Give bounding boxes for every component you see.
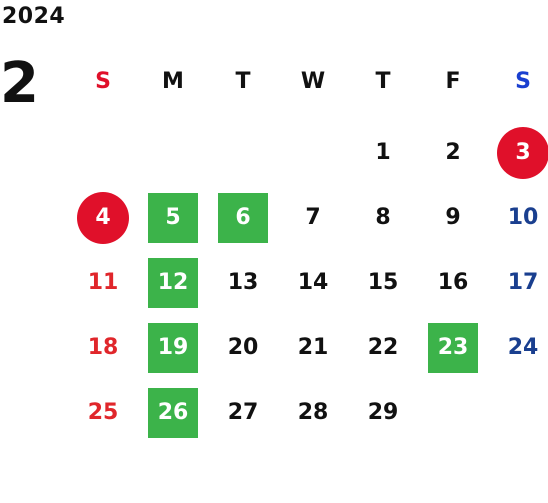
- day-cell-8[interactable]: 8: [348, 185, 418, 250]
- month-label: 2: [0, 51, 39, 116]
- day-number: 2: [445, 140, 461, 165]
- weekday-header-sat: S: [515, 68, 531, 94]
- weekday-header-fri: F: [445, 68, 461, 94]
- day-cell-2[interactable]: 2: [418, 120, 488, 185]
- day-cell-28[interactable]: 28: [278, 380, 348, 445]
- highlighted-day: 23: [428, 322, 478, 373]
- day-cell-24[interactable]: 24: [488, 315, 548, 380]
- day-number: 15: [367, 270, 399, 295]
- day-cell-21[interactable]: 21: [278, 315, 348, 380]
- day-number: 11: [87, 270, 119, 295]
- day-number: 1: [375, 140, 391, 165]
- day-cell-5[interactable]: 5: [138, 185, 208, 250]
- day-cell-13[interactable]: 13: [208, 250, 278, 315]
- day-cell-26[interactable]: 26: [138, 380, 208, 445]
- calendar-grid: S M T W T F S 1 2 3 4 5 6 7 8 9 10 11 12…: [68, 55, 548, 445]
- highlighted-day: 12: [148, 257, 198, 308]
- highlighted-day: 5: [148, 192, 198, 243]
- day-number: 14: [297, 270, 329, 295]
- day-cell-27[interactable]: 27: [208, 380, 278, 445]
- day-number: 25: [87, 400, 119, 425]
- day-cell-20[interactable]: 20: [208, 315, 278, 380]
- day-number: 7: [305, 205, 321, 230]
- day-cell-22[interactable]: 22: [348, 315, 418, 380]
- day-cell-4[interactable]: 4: [68, 185, 138, 250]
- day-cell-11[interactable]: 11: [68, 250, 138, 315]
- holiday-marker: 3: [497, 126, 548, 179]
- day-cell-12[interactable]: 12: [138, 250, 208, 315]
- holiday-marker: 4: [77, 191, 129, 244]
- weekday-header-mon: M: [162, 68, 184, 94]
- day-cell-23[interactable]: 23: [418, 315, 488, 380]
- day-number: 8: [375, 205, 391, 230]
- highlighted-day: 6: [218, 192, 268, 243]
- day-number: 24: [507, 335, 539, 360]
- weekday-header-tue: T: [235, 68, 251, 94]
- day-cell-10[interactable]: 10: [488, 185, 548, 250]
- day-number: 18: [87, 335, 119, 360]
- day-cell-9[interactable]: 9: [418, 185, 488, 250]
- day-cell-7[interactable]: 7: [278, 185, 348, 250]
- day-cell-19[interactable]: 19: [138, 315, 208, 380]
- day-cell-1[interactable]: 1: [348, 120, 418, 185]
- day-number: 9: [445, 205, 461, 230]
- empty-cell: [138, 120, 208, 185]
- day-number: 28: [297, 400, 329, 425]
- day-number: 27: [227, 400, 259, 425]
- day-number: 17: [507, 270, 539, 295]
- day-cell-17[interactable]: 17: [488, 250, 548, 315]
- empty-cell: [488, 380, 548, 445]
- weekday-header-sun: S: [95, 68, 111, 94]
- day-cell-3[interactable]: 3: [488, 120, 548, 185]
- day-cell-14[interactable]: 14: [278, 250, 348, 315]
- day-cell-25[interactable]: 25: [68, 380, 138, 445]
- day-cell-18[interactable]: 18: [68, 315, 138, 380]
- empty-cell: [68, 120, 138, 185]
- day-number: 10: [507, 205, 539, 230]
- empty-cell: [278, 120, 348, 185]
- weekday-header-thu: T: [375, 68, 391, 94]
- day-number: 20: [227, 335, 259, 360]
- day-number: 29: [367, 400, 399, 425]
- day-number: 13: [227, 270, 259, 295]
- empty-cell: [208, 120, 278, 185]
- day-cell-29[interactable]: 29: [348, 380, 418, 445]
- day-number: 21: [297, 335, 329, 360]
- highlighted-day: 26: [148, 387, 198, 438]
- year-label: 2024: [2, 4, 66, 29]
- day-cell-15[interactable]: 15: [348, 250, 418, 315]
- day-cell-6[interactable]: 6: [208, 185, 278, 250]
- empty-cell: [418, 380, 488, 445]
- weekday-header-wed: W: [300, 68, 326, 94]
- day-cell-16[interactable]: 16: [418, 250, 488, 315]
- highlighted-day: 19: [148, 322, 198, 373]
- day-number: 22: [367, 335, 399, 360]
- day-number: 16: [437, 270, 469, 295]
